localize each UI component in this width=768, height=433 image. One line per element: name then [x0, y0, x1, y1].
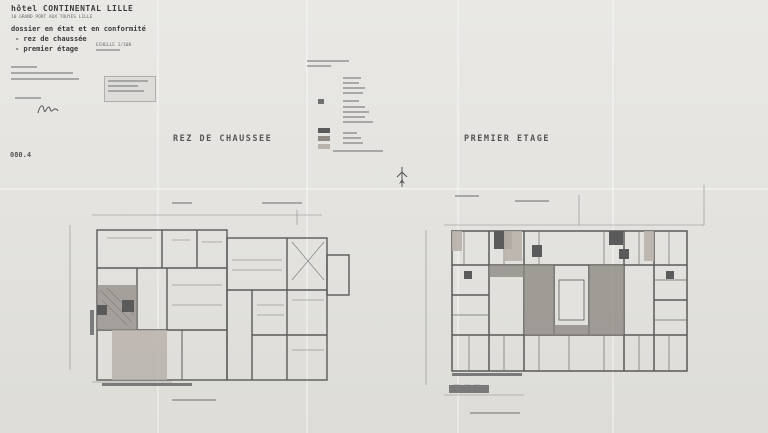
scale-note: ECHELLE 1/100 [96, 43, 132, 48]
subtitle-line-3: - premier étage [15, 45, 79, 53]
plan-title-ground-floor: REZ DE CHAUSSEE [173, 134, 273, 144]
fold-line [612, 0, 614, 433]
plan-title-first-floor: PREMIER ETAGE [464, 134, 551, 144]
first-floor-plan [425, 185, 705, 396]
signature-mark [37, 105, 59, 114]
fold-line [457, 0, 459, 433]
sheet-number: 080.4 [10, 151, 32, 159]
approval-stamp [104, 76, 156, 102]
fold-line [0, 188, 768, 190]
subtitle-line-2: - rez de chaussée [15, 35, 87, 43]
document-title: hôtel CONTINENTAL LILLE [11, 4, 134, 13]
ground-floor-plan [69, 210, 350, 386]
fold-line [306, 0, 308, 433]
north-arrow-icon [396, 167, 408, 187]
subtitle-line-1: dossier en état et en conformité [11, 25, 146, 33]
fold-line [157, 0, 159, 433]
address-line: 10 GRAND PORT AUX TOUYES LILLE [11, 15, 93, 20]
